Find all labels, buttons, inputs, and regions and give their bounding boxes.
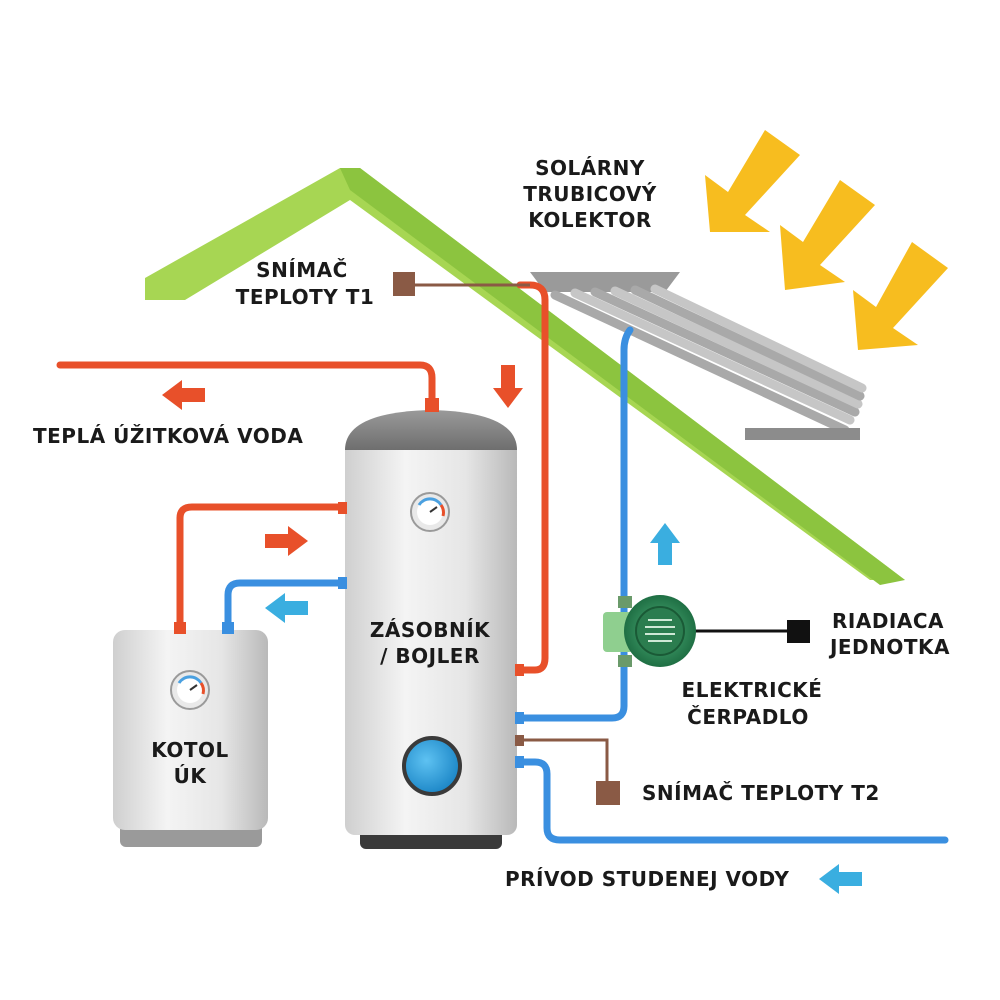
pump-label-line2: ČERPADLO <box>687 705 809 729</box>
collector-label-line2: TRUBICOVÝ <box>523 182 657 206</box>
flow-arrows <box>162 365 862 894</box>
labels: SOLÁRNY TRUBICOVÝ KOLEKTOR SNÍMAČ TEPLOT… <box>33 156 950 891</box>
sun-ray-arrow-icon <box>780 180 875 290</box>
control-unit-label-line2: JEDNOTKA <box>828 635 950 659</box>
flow-arrow-icon <box>493 365 523 408</box>
boiler-gauge-icon <box>170 670 210 710</box>
electric-pump <box>603 595 696 667</box>
flow-arrow-icon <box>650 523 680 565</box>
sensor-t1-icon <box>393 272 415 296</box>
sensor-t1-label-line2: TEPLOTY T1 <box>236 285 375 309</box>
sensor-t1 <box>393 272 530 296</box>
control-unit <box>690 620 810 643</box>
collector-return-pipe <box>516 281 549 674</box>
cold-water-inlet-pipe <box>516 758 949 844</box>
hot-water-label: TEPLÁ ÚŽITKOVÁ VODA <box>33 424 303 448</box>
collector-label-line3: KOLEKTOR <box>528 208 652 232</box>
sensor-t2-label: SNÍMAČ TEPLOTY T2 <box>642 781 880 805</box>
hot-water-outlet-pipe <box>56 361 436 409</box>
sensor-t1-label-line1: SNÍMAČ <box>256 258 348 282</box>
storage-tank: ZÁSOBNÍK / BOJLER <box>338 398 524 849</box>
cold-pipes <box>224 326 949 844</box>
hot-pipes <box>56 281 549 674</box>
tank-label-line1: ZÁSOBNÍK <box>370 618 491 642</box>
sun-ray-arrows <box>705 130 948 350</box>
tank-label-line2: / BOJLER <box>380 644 480 668</box>
sensor-t2-icon <box>596 781 620 805</box>
collector-label-line1: SOLÁRNY <box>535 156 645 180</box>
flow-arrow-icon <box>265 593 308 623</box>
boiler-label-line1: KOTOL <box>151 738 229 762</box>
sun-ray-arrow-icon <box>705 130 800 232</box>
tank-port-icon <box>402 736 462 796</box>
pump-to-tank-pipe <box>516 326 634 722</box>
boiler-hot-pipe <box>176 503 344 629</box>
flow-arrow-icon <box>819 864 862 894</box>
solar-collector <box>530 272 867 440</box>
flow-arrow-icon <box>162 380 205 410</box>
control-unit-icon <box>787 620 810 643</box>
pump-label-line1: ELEKTRICKÉ <box>682 678 823 702</box>
control-unit-label-line1: RIADIACA <box>832 609 944 633</box>
boiler-label-line2: ÚK <box>174 764 208 788</box>
collector-tubes <box>550 284 867 435</box>
boiler-return-pipe <box>224 579 344 629</box>
boiler: KOTOL ÚK <box>113 622 268 847</box>
sensor-t2 <box>520 738 620 805</box>
flow-arrow-icon <box>265 526 308 556</box>
sun-ray-arrow-icon <box>853 242 948 350</box>
cold-water-label: PRÍVOD STUDENEJ VODY <box>505 867 789 891</box>
tank-gauge-icon <box>410 492 450 532</box>
